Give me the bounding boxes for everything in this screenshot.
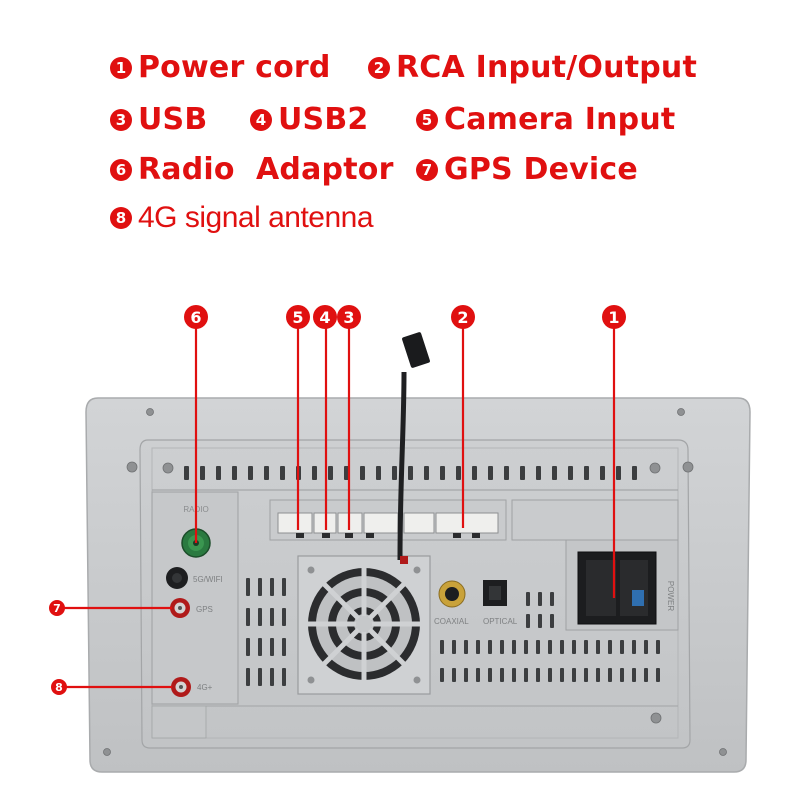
callout-7: 7 <box>49 600 65 616</box>
harness-cable <box>397 332 430 564</box>
legend-item-usb2: 4 USB2 <box>250 102 369 137</box>
lower-vents <box>440 592 660 682</box>
legend-number-8: 8 <box>110 207 132 229</box>
legend-item-usb: 3 USB <box>110 102 207 137</box>
legend-item-power-cord: 1 Power cord <box>110 50 331 85</box>
wifi-connector <box>166 567 188 589</box>
legend-item-gps: 7 GPS Device <box>416 152 638 187</box>
legend-label-power-cord: Power cord <box>138 50 331 85</box>
legend-item-radio: 6 Radio Adaptor <box>110 152 394 187</box>
legend-number-6: 6 <box>110 158 132 181</box>
power-connector <box>577 551 657 625</box>
legend-label-camera: Camera Input <box>444 102 676 137</box>
legend-label-usb: USB <box>138 102 208 137</box>
legend-item-rca: 2 RCA Input/Output <box>368 50 697 85</box>
legend-item-camera: 5 Camera Input <box>416 102 675 137</box>
callout-lines <box>62 328 616 689</box>
svg-text:7: 7 <box>53 602 61 615</box>
gps-connector <box>170 598 190 618</box>
fan-screws <box>307 566 421 684</box>
gps-port-label: GPS <box>196 605 213 614</box>
callout-8: 8 <box>51 679 67 695</box>
legend-label-usb2: USB2 <box>278 102 369 137</box>
callout-1: 1 <box>602 305 626 329</box>
fan-grille <box>306 566 422 682</box>
svg-text:6: 6 <box>190 308 201 327</box>
legend-number-5: 5 <box>416 108 438 131</box>
legend-label-gps: GPS Device <box>444 152 638 187</box>
legend-number-4: 4 <box>250 108 272 131</box>
callout-2: 2 <box>451 305 475 329</box>
legend-number-7: 7 <box>416 158 438 181</box>
callout-3: 3 <box>337 305 361 329</box>
optical-connector <box>483 580 507 606</box>
legend-label-rca: RCA Input/Output <box>396 50 698 85</box>
lte-port-label: 4G+ <box>197 683 213 692</box>
optical-label: OPTICAL <box>483 617 518 626</box>
wifi-port-label: 5G/WIFI <box>193 575 223 584</box>
legend-number-3: 3 <box>110 108 132 131</box>
svg-text:2: 2 <box>457 308 468 327</box>
callout-5: 5 <box>286 305 310 329</box>
legend-label-4g: 4G signal antenna <box>138 201 374 234</box>
legend-number-1: 1 <box>110 56 132 79</box>
power-port-label: POWER <box>666 581 675 611</box>
svg-text:5: 5 <box>292 308 303 327</box>
callout-4: 4 <box>313 305 337 329</box>
svg-text:8: 8 <box>55 681 63 694</box>
coaxial-connector <box>438 580 466 608</box>
callout-6: 6 <box>184 305 208 329</box>
svg-text:3: 3 <box>343 308 354 327</box>
legend-number-2: 2 <box>368 56 390 79</box>
legend-item-4g: 8 4G signal antenna <box>110 201 374 235</box>
top-vents <box>184 466 637 480</box>
svg-text:4: 4 <box>319 308 330 327</box>
lte-connector <box>171 677 191 697</box>
svg-text:1: 1 <box>608 308 619 327</box>
left-vents <box>246 578 286 686</box>
harness-ports <box>277 512 499 538</box>
legend-label-radio: Radio Adaptor <box>138 152 394 187</box>
coaxial-label: COAXIAL <box>434 617 469 626</box>
power-bay <box>511 499 679 541</box>
